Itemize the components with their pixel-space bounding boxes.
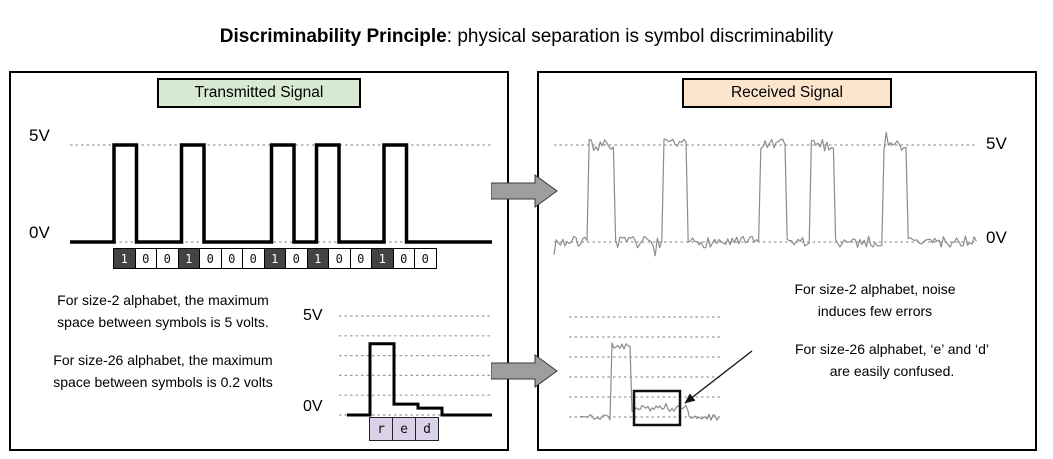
- bit-cell: 0: [134, 248, 157, 269]
- tx-word-axis-5v-label: 5V: [303, 307, 323, 324]
- tx-word-wave: [347, 342, 492, 417]
- letter-cell: r: [369, 417, 393, 441]
- flow-arrow-top-icon: [491, 174, 558, 208]
- rx-axis-0v-label: 0V: [986, 228, 1007, 247]
- page-title-rest: : physical separation is symbol discrimi…: [446, 26, 834, 47]
- pointer-arrow-icon: [684, 350, 753, 404]
- letter-cell: d: [415, 417, 439, 441]
- bit-cell: 1: [177, 248, 200, 269]
- bit-cell: 0: [220, 248, 243, 269]
- rx-word-noisy-wave: [579, 342, 720, 421]
- bit-cell: 1: [113, 248, 136, 269]
- flow-arrow-bottom-icon: [491, 354, 558, 388]
- bit-cell: 1: [263, 248, 286, 269]
- rx-noisy-wave: [553, 131, 977, 257]
- bit-cell: 0: [349, 248, 372, 269]
- rx-note-size2: For size-2 alphabet, noise induces few e…: [794, 281, 956, 319]
- received-panel: Received Signal 5V 0V For size-2 alphabe…: [537, 71, 1037, 451]
- tx-square-wave: [70, 143, 492, 244]
- tx-word-axis-0v-label: 0V: [303, 398, 323, 415]
- letter-cell: e: [392, 417, 416, 441]
- bit-cell: 1: [306, 248, 329, 269]
- tx-note-size26: For size-26 alphabet, the maximum space …: [53, 352, 273, 390]
- bit-cell: 0: [414, 248, 437, 269]
- received-signal-svg: [553, 131, 977, 427]
- transmitted-header: Transmitted Signal: [157, 78, 361, 108]
- bit-cell: 0: [392, 248, 415, 269]
- bit-cell: 0: [156, 248, 179, 269]
- tx-axis-0v-label: 0V: [29, 223, 50, 242]
- bit-cell: 0: [328, 248, 351, 269]
- bit-cell: 0: [199, 248, 222, 269]
- page-title: Discriminability Principle: physical sep…: [0, 26, 1053, 48]
- tx-axis-5v-label: 5V: [29, 126, 50, 145]
- received-header: Received Signal: [682, 78, 892, 108]
- confusion-highlight-box: [632, 389, 682, 427]
- rx-note-size26: For size-26 alphabet, ‘e’ and ‘d’ are ea…: [794, 341, 990, 379]
- bit-cell: 1: [371, 248, 394, 269]
- page-title-bold: Discriminability Principle: [219, 26, 447, 47]
- tx-note-size2: For size-2 alphabet, the maximum space b…: [57, 292, 269, 330]
- bit-cell: 0: [242, 248, 265, 269]
- rx-axis-5v-label: 5V: [986, 134, 1007, 153]
- bit-cell: 0: [285, 248, 308, 269]
